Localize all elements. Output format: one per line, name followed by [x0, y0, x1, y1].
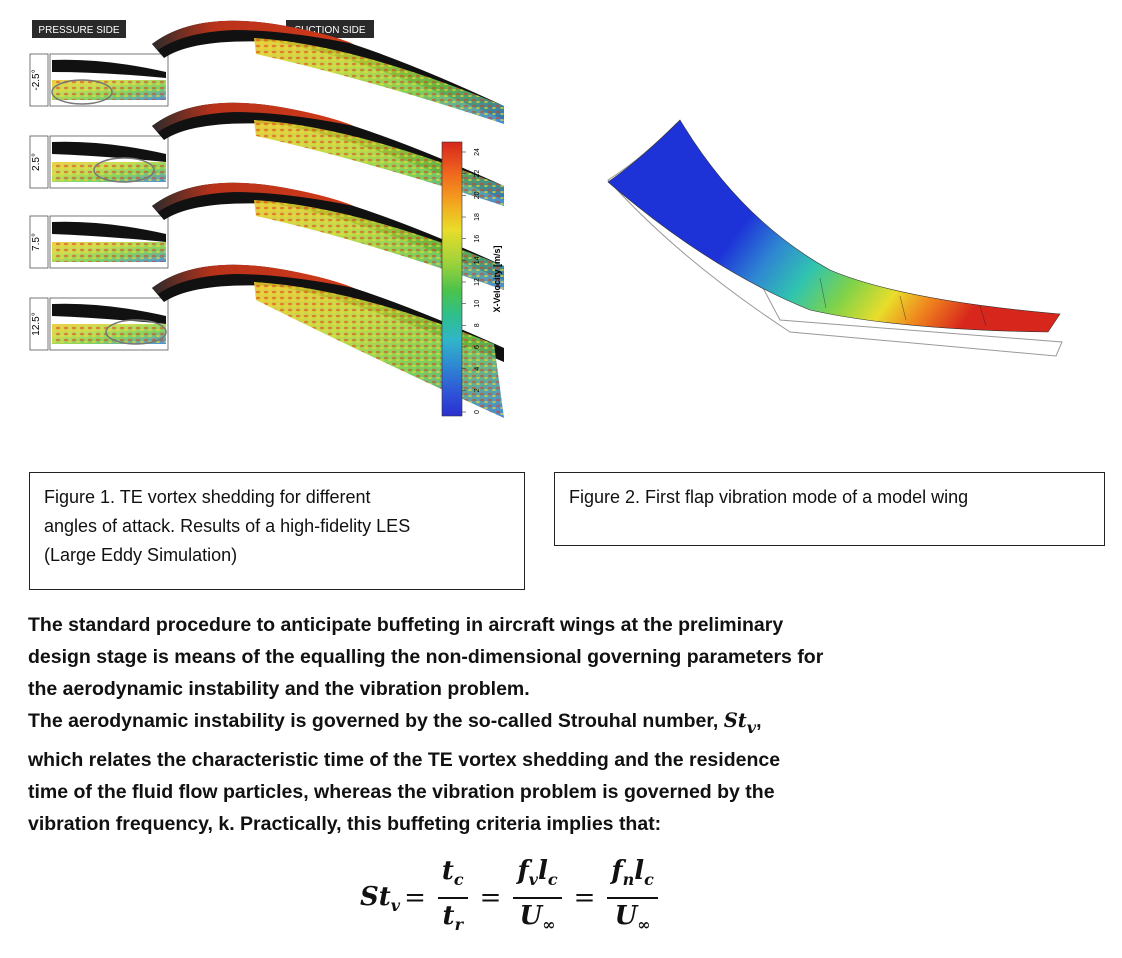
colorbar-tick-label: 24: [474, 148, 481, 156]
colorbar-title: X-Velocity [m/s]: [492, 245, 502, 312]
colorbar-tick-label: 20: [474, 191, 481, 199]
angle-label: -2.5°: [31, 69, 42, 90]
body-line-start: The aerodynamic instability is governed …: [28, 710, 719, 732]
colorbar-tick-label: 8: [474, 323, 481, 327]
body-line: The standard procedure to anticipate buf…: [28, 614, 784, 636]
figure-2-wing-mode: [600, 110, 1080, 360]
caption-line: (Large Eddy Simulation): [44, 545, 238, 565]
formula-lhs: Stv: [360, 881, 401, 915]
body-line: The aerodynamic instability is governed …: [28, 709, 762, 737]
figure-1-graphic: PRESSURE SIDE SUCTION SIDE -2.5° 2.5°: [29, 20, 504, 418]
caption-line: Figure 2. First flap vibration mode of a…: [569, 487, 969, 507]
row-angle-2: 2.5°: [29, 102, 504, 206]
angle-label: 7.5°: [31, 233, 42, 251]
fraction-time-ratio: tc tr: [437, 856, 468, 940]
colorbar-tick-label: 12: [474, 278, 481, 286]
row-angle-1: -2.5°: [29, 20, 504, 124]
equals-sign: =: [479, 883, 502, 913]
angle-label: 12.5°: [31, 312, 42, 335]
caption-line: angles of attack. Results of a high-fide…: [44, 516, 411, 536]
strouhal-symbol: Stv: [723, 709, 757, 737]
suction-side-label: SUCTION SIDE: [294, 25, 365, 36]
buffeting-criterion-formula: Stv = tc tr = fvlc U∞ = fnlc U∞: [360, 856, 666, 940]
figure-1-caption: Figure 1. TE vortex shedding for differe…: [29, 472, 525, 590]
colorbar-gradient: [441, 141, 463, 417]
body-line: time of the fluid flow particles, wherea…: [28, 781, 775, 803]
colorbar-tick-label: 18: [474, 213, 481, 221]
row-angle-4: 12.5°: [29, 264, 504, 418]
colorbar-tick-label: 6: [474, 345, 481, 349]
colorbar-tick-label: 0: [474, 410, 481, 414]
colorbar-tick-label: 16: [474, 235, 481, 243]
figure-2-graphic: [607, 119, 1063, 357]
caption-line: Figure 1. TE vortex shedding for differe…: [44, 487, 371, 507]
colorbar-tick-label: 4: [474, 367, 481, 371]
equals-sign: =: [404, 883, 426, 913]
body-line: the aerodynamic instability and the vibr…: [28, 678, 530, 700]
pressure-side-label: PRESSURE SIDE: [38, 25, 119, 36]
fraction-shedding: fvlc U∞: [513, 856, 562, 940]
equals-sign: =: [573, 883, 596, 913]
colorbar-tick-label: 14: [474, 256, 481, 264]
pressure-side-label-box: [32, 20, 126, 38]
body-line: design stage is means of the equalling t…: [28, 646, 824, 668]
deformed-wing-mode-shape: [607, 119, 1061, 333]
figure-1-les-visualization: PRESSURE SIDE SUCTION SIDE -2.5° 2.5°: [24, 14, 524, 434]
body-line: which relates the characteristic time of…: [28, 749, 781, 771]
paragraph-1: The standard procedure to anticipate buf…: [28, 609, 988, 705]
figure-2-caption: Figure 2. First flap vibration mode of a…: [554, 472, 1105, 546]
colorbar-tick-label: 2: [474, 388, 481, 392]
body-line: vibration frequency, k. Practically, thi…: [28, 813, 662, 835]
colorbar-tick-label: 10: [474, 300, 481, 308]
fraction-natural-frequency: fnlc U∞: [607, 856, 658, 940]
angle-label: 2.5°: [31, 153, 42, 171]
row-angle-3: 7.5°: [29, 182, 504, 290]
colorbar-tick-label: 22: [474, 170, 481, 178]
body-text: The standard procedure to anticipate buf…: [28, 609, 988, 840]
paragraph-2: The aerodynamic instability is governed …: [28, 705, 988, 840]
